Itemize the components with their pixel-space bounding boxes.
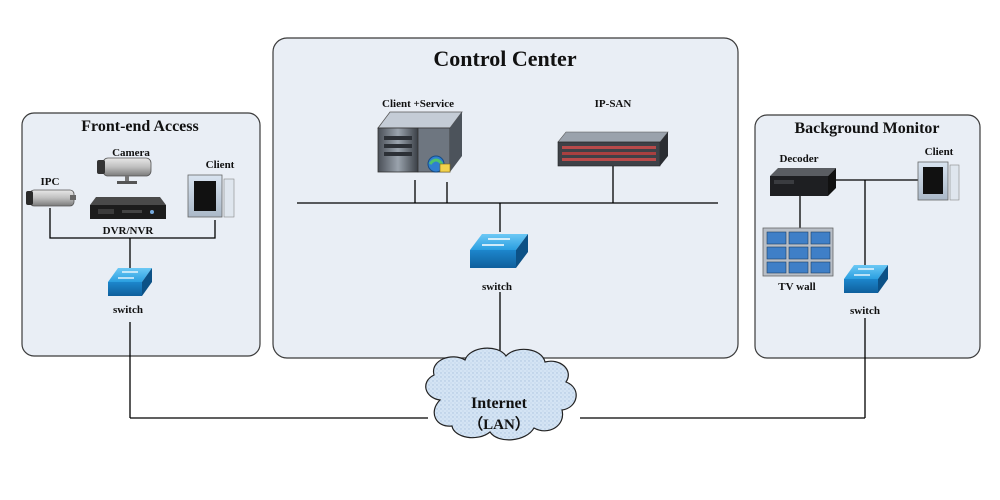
computer-icon [917, 161, 960, 201]
switch-icon [844, 265, 888, 293]
connection-lines [49, 165, 918, 419]
control-center-title: Control Center [433, 46, 576, 71]
switch-front-label: switch [113, 304, 143, 316]
ipc-label: IPC [41, 176, 60, 188]
ip-san-label: IP-SAN [595, 98, 632, 110]
client-background-label: Client [925, 146, 954, 158]
client-front-label: Client [206, 159, 235, 171]
lan-label: （LAN） [468, 415, 530, 433]
tv-wall-label: TV wall [778, 281, 815, 293]
dvr-icon [90, 197, 166, 219]
ipc-camera-icon [26, 189, 76, 207]
switch-background-label: switch [850, 305, 880, 317]
front-end-title: Front-end Access [81, 118, 198, 135]
camera-label: Camera [112, 147, 150, 159]
background-title: Background Monitor [794, 120, 939, 137]
client-service-label: Client +Service [382, 98, 454, 110]
decoder-icon [770, 168, 836, 196]
decoder-label: Decoder [779, 153, 818, 165]
switch-center-label: switch [482, 281, 512, 293]
internet-label: Internet [471, 395, 528, 412]
switch-icon [108, 268, 152, 296]
tv-wall-icon [762, 227, 834, 277]
control-center-panel [272, 37, 739, 359]
server-icon [377, 111, 463, 173]
cloud-icon [425, 347, 577, 441]
front-end-panel [21, 112, 261, 357]
computer-icon [187, 174, 235, 218]
storage-array-icon [557, 131, 669, 167]
dvr-nvr-label: DVR/NVR [103, 225, 155, 237]
switch-icon [470, 234, 528, 268]
camera-icon [97, 157, 152, 184]
